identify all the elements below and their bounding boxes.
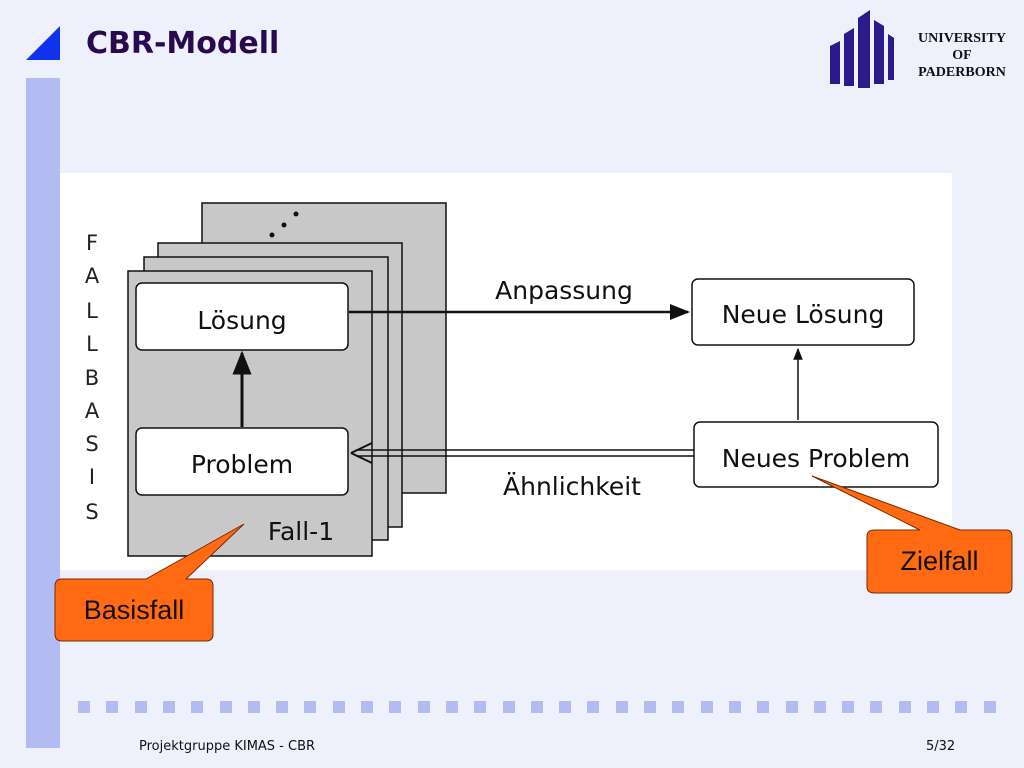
logo-line-paderborn: PADERBORN: [918, 65, 1006, 80]
separator-dot: [927, 701, 939, 713]
base-case-callout: [54, 523, 245, 642]
target-case-label: Zielfall: [900, 546, 979, 576]
new-solution-box: [691, 278, 915, 346]
separator-dot: [417, 701, 430, 713]
base-case-label: Basisfall: [83, 595, 185, 625]
separator-dot: [898, 701, 911, 713]
dotted-separator: [78, 701, 1004, 715]
separator-dot: [106, 701, 119, 713]
separator-dot: [304, 701, 317, 713]
separator-dot: [191, 701, 204, 713]
separator-dot: [700, 701, 713, 713]
separator-dot: [785, 701, 798, 713]
target-case-callout: [811, 475, 1013, 594]
separator-dot: [615, 701, 628, 713]
diagram-panel: F A L L B A S I S Lösung Problem Fall-1 …: [60, 173, 952, 570]
logo-line-university: UNIVERSITY: [918, 31, 1006, 46]
fallbasis-letter: F: [86, 231, 98, 255]
separator-dot: [870, 701, 883, 713]
fallbasis-letter: I: [89, 465, 95, 489]
fallbasis-letter: B: [85, 366, 99, 390]
cbr-diagram: F A L L B A S I S Lösung Problem Fall-1 …: [85, 202, 939, 557]
corner-triangle-icon: [26, 26, 60, 60]
separator-dot: [502, 701, 515, 713]
separator-dot: [445, 701, 458, 713]
fallbasis-letter: S: [85, 500, 98, 524]
adapt-label: Anpassung: [495, 276, 633, 305]
separator-dot: [134, 701, 147, 713]
separator-dot: [672, 701, 685, 713]
problem-box: [135, 427, 349, 496]
university-logo: UNIVERSITY OF PADERBORN: [826, 8, 1020, 90]
university-logo-icon: [830, 10, 894, 88]
separator-dot: [361, 701, 373, 713]
solution-box: [135, 282, 349, 351]
page-number: 5/32: [926, 739, 956, 754]
fallbasis-letter: A: [85, 399, 100, 423]
separator-dot: [219, 701, 232, 713]
new-solution-label: Neue Lösung: [722, 300, 885, 329]
slide-title: CBR-Modell: [86, 26, 280, 61]
separator-dot: [247, 701, 260, 713]
fallbasis-letter: A: [85, 264, 100, 288]
logo-line-of: OF: [952, 48, 972, 63]
footer-project: Projektgruppe KIMAS - CBR: [139, 739, 316, 754]
fallbasis-letter: L: [86, 299, 98, 323]
similarity-arrowhead-icon: [350, 442, 373, 464]
separator-dot: [389, 701, 402, 713]
separator-dot: [332, 701, 345, 713]
separator-dot: [757, 701, 770, 713]
separator-dot: [559, 701, 572, 713]
separator-dot: [644, 701, 656, 713]
case-label: Fall-1: [268, 517, 334, 546]
left-accent-bar: [26, 78, 60, 748]
similarity-label: Ähnlichkeit: [503, 472, 641, 501]
separator-dot: [78, 701, 90, 713]
separator-dot: [587, 701, 600, 713]
separator-dot: [955, 701, 968, 713]
separator-dot: [162, 701, 175, 713]
new-problem-box: [693, 421, 939, 488]
separator-dot: [276, 701, 289, 713]
separator-dot: [842, 701, 855, 713]
separator-dot: [474, 701, 487, 713]
ellipsis-dots-icon: [269, 211, 299, 238]
new-problem-label: Neues Problem: [722, 444, 911, 473]
problem-label: Problem: [191, 450, 293, 479]
fallbasis-letter: L: [86, 332, 98, 356]
separator-dot: [530, 701, 543, 713]
fallbasis-label: F A L L B A S I S: [85, 231, 100, 524]
fallbasis-letter: S: [85, 432, 98, 456]
solution-label: Lösung: [197, 306, 286, 335]
separator-dot: [813, 701, 826, 713]
separator-dot: [728, 701, 741, 713]
separator-dot: [983, 701, 996, 713]
